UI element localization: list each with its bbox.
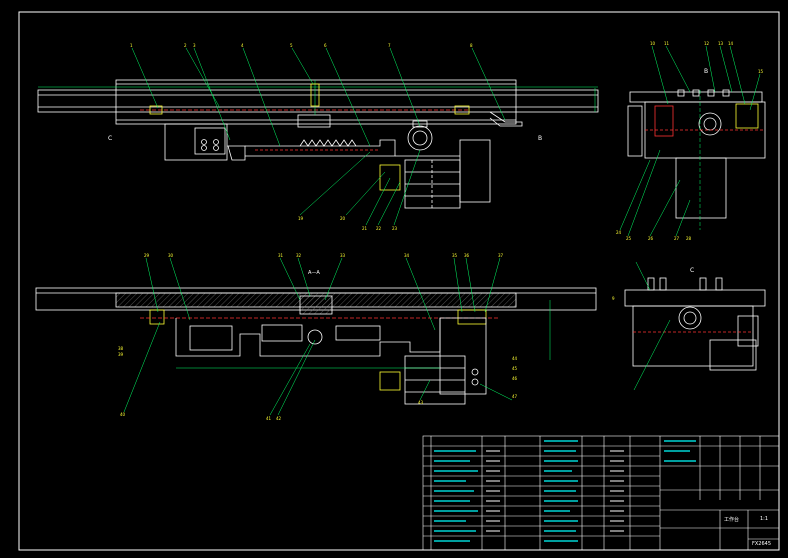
svg-text:1: 1 [130,43,133,48]
svg-text:13: 13 [718,41,724,46]
svg-text:38: 38 [118,346,124,351]
svg-text:24: 24 [616,230,622,235]
svg-text:7: 7 [388,43,391,48]
svg-text:43: 43 [418,400,424,405]
svg-text:8: 8 [470,43,473,48]
title-block-scale: 1:1 [760,516,769,522]
svg-text:5: 5 [290,43,293,48]
side-c-leaders [633,261,671,391]
svg-text:2: 2 [184,43,187,48]
side-b-leaders [619,45,761,237]
svg-text:36: 36 [464,253,470,258]
svg-text:33: 33 [340,253,346,258]
svg-text:29: 29 [144,253,150,258]
top-main-view [37,79,599,209]
title-block-name: 工作台 [724,517,740,523]
svg-text:22: 22 [376,226,382,231]
svg-text:46: 46 [512,376,518,381]
svg-text:41: 41 [266,416,272,421]
parts-list-entries [434,440,696,542]
section-leaders [123,257,513,416]
parts-list-table [422,435,780,551]
section-mark-b-top: B [538,135,542,142]
svg-text:30: 30 [168,253,174,258]
svg-text:4: 4 [241,43,244,48]
side-view-c [624,277,766,371]
title-block-drawing-number: FX2645 [752,541,772,547]
svg-text:6: 6 [324,43,327,48]
svg-text:31: 31 [278,253,284,258]
balloons: 1 2 3 4 5 6 7 8 9 10 11 12 13 14 15 19 2… [118,41,764,421]
svg-text:3: 3 [193,43,196,48]
svg-text:27: 27 [674,236,680,241]
svg-text:42: 42 [276,416,282,421]
svg-text:20: 20 [340,216,346,221]
svg-text:10: 10 [650,41,656,46]
svg-text:28: 28 [686,236,692,241]
svg-text:12: 12 [704,41,710,46]
svg-text:19: 19 [298,216,304,221]
svg-text:40: 40 [120,412,126,417]
view-label-c: C [690,267,694,274]
svg-text:21: 21 [362,226,368,231]
svg-text:26: 26 [648,236,654,241]
svg-text:15: 15 [758,69,764,74]
svg-text:34: 34 [404,253,410,258]
section-label-a-a: A—A [308,270,320,276]
top-leaders [131,47,506,226]
svg-text:39: 39 [118,352,124,357]
svg-text:9: 9 [612,296,615,301]
section-mark-c: C [108,135,112,142]
svg-text:23: 23 [392,226,398,231]
drawing-frame [18,11,780,551]
side-view-b [627,89,766,230]
view-label-b: B [704,68,708,75]
section-a-a [35,287,597,405]
svg-text:37: 37 [498,253,504,258]
svg-text:44: 44 [512,356,518,361]
svg-text:25: 25 [626,236,632,241]
svg-text:35: 35 [452,253,458,258]
svg-text:47: 47 [512,394,518,399]
svg-text:11: 11 [664,41,670,46]
svg-text:32: 32 [296,253,302,258]
svg-text:45: 45 [512,366,518,371]
parts-list-quantities [486,450,624,532]
svg-text:14: 14 [728,41,734,46]
